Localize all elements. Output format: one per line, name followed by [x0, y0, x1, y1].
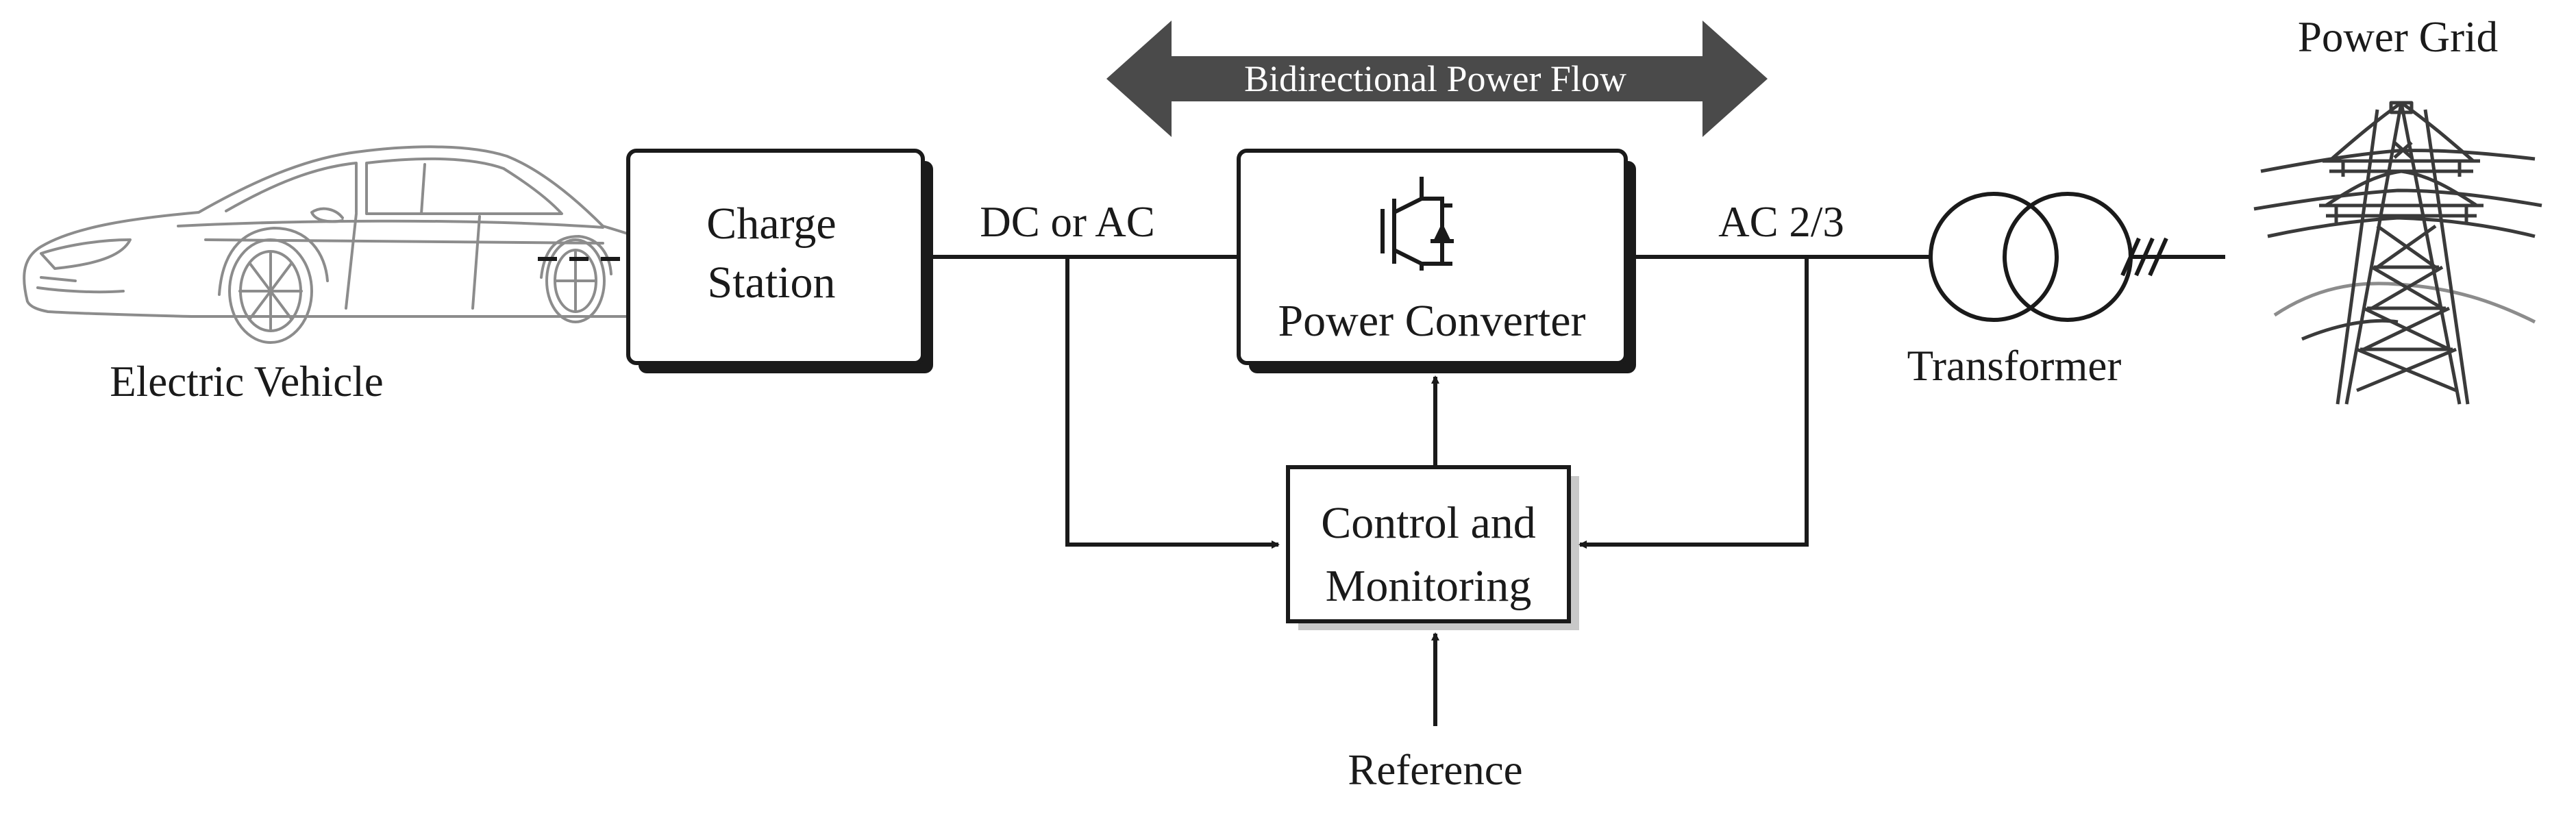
transformer-primary-winding-icon — [1929, 192, 2059, 322]
power-converter-box: Power Converter — [1237, 149, 1636, 373]
bidirectional-flow-arrow: Bidirectional Power Flow — [1106, 21, 1768, 137]
control-monitoring-frame — [1286, 465, 1571, 623]
control-monitoring-label-line1: Control and — [1321, 498, 1535, 548]
diode-triangle-icon — [1433, 223, 1451, 241]
transformer-secondary-winding-icon — [2003, 192, 2133, 322]
igbt-diode-icon — [1380, 177, 1454, 271]
charge-station-label-line1: Charge — [706, 199, 836, 249]
bidirectional-flow-label: Bidirectional Power Flow — [1244, 58, 1626, 99]
ac-sense-feedback-arrow — [1578, 257, 1809, 549]
control-monitoring-box: Control and Monitoring — [1286, 465, 1579, 630]
power-grid-label: Power Grid — [2298, 13, 2498, 61]
electric-car-icon — [23, 145, 693, 344]
power-converter-label: Power Converter — [1278, 296, 1585, 346]
transmission-tower-icon — [2253, 101, 2542, 405]
ac-phase-label: AC 2/3 — [1718, 198, 1844, 246]
dc-or-ac-label: DC or AC — [980, 198, 1155, 246]
charge-station-frame — [626, 149, 925, 365]
double-arrow-shape — [1106, 21, 1768, 137]
power-converter-frame — [1237, 149, 1628, 365]
electric-vehicle-label: Electric Vehicle — [110, 358, 383, 406]
dc-sense-feedback-arrow — [1065, 257, 1280, 549]
power-grid: Power Grid — [2253, 13, 2542, 405]
three-phase-slashes-icon — [2120, 237, 2168, 277]
charge-station-label-line2: Station — [707, 258, 835, 308]
electric-vehicle: Electric Vehicle — [23, 145, 693, 406]
transformer-label: Transformer — [1907, 342, 2122, 390]
reference-label: Reference — [1348, 746, 1522, 794]
transformer-symbol: Transformer — [1907, 192, 2133, 390]
charge-station-box: Charge Station — [626, 149, 933, 373]
control-monitoring-label-line2: Monitoring — [1326, 561, 1532, 611]
